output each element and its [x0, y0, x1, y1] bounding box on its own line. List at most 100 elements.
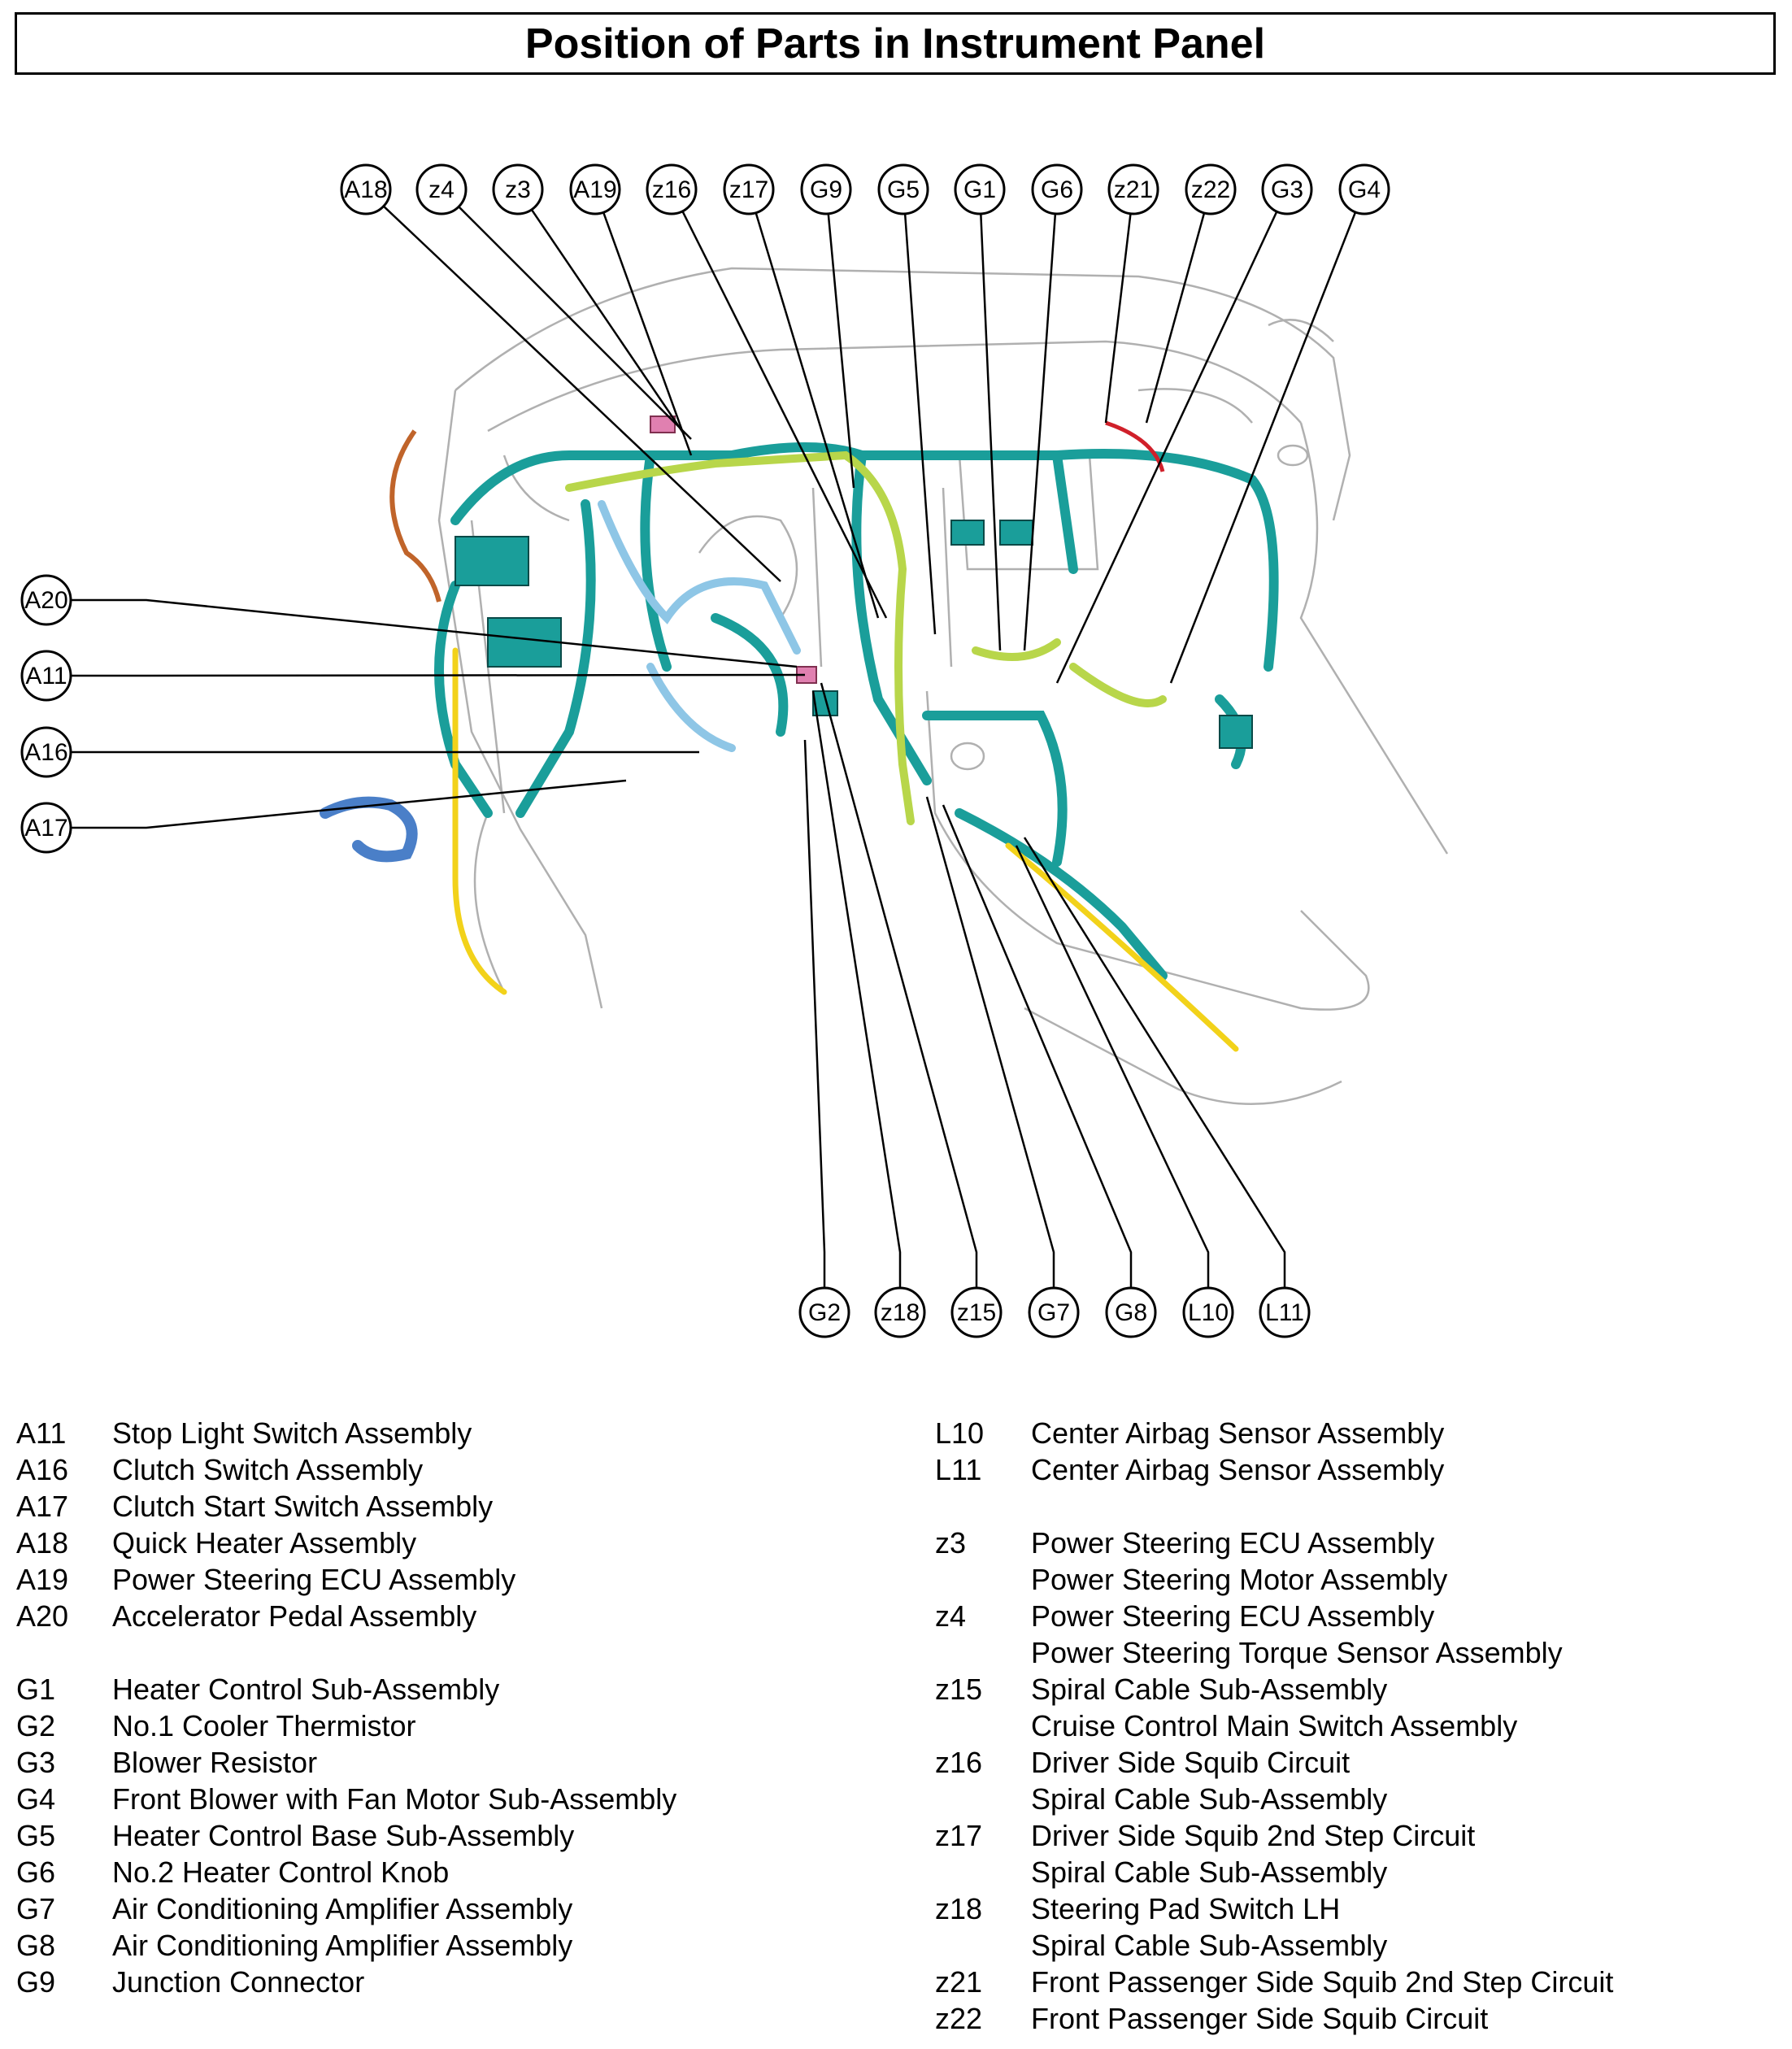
legend-code: G8	[16, 1929, 56, 1962]
leader-line-g2	[803, 739, 826, 1312]
legend-code: z16	[935, 1746, 983, 1779]
callout-label: G3	[1271, 176, 1303, 203]
legend-description: Air Conditioning Amplifier Assembly	[112, 1892, 573, 1925]
legend-code: z3	[935, 1526, 967, 1560]
leader-line-a17	[46, 779, 627, 829]
legend-description: Air Conditioning Amplifier Assembly	[112, 1929, 573, 1962]
legend-code: G4	[16, 1782, 56, 1816]
legend-row: Spiral Cable Sub-Assembly	[935, 1927, 1781, 1964]
leader-line-a20	[46, 598, 798, 668]
callout-z22: z22	[1185, 163, 1237, 215]
callout-label: G5	[887, 176, 920, 203]
legend-row: A11 Stop Light Switch Assembly	[16, 1415, 870, 1451]
callout-label: A17	[24, 815, 67, 842]
legend-description: Heater Control Base Sub-Assembly	[112, 1819, 575, 1852]
leader-line-g3	[1055, 189, 1289, 684]
leader-line-a18	[365, 189, 781, 582]
callout-z15: z15	[950, 1286, 1003, 1338]
legend-code: G7	[16, 1892, 56, 1925]
callout-label: G6	[1041, 176, 1073, 203]
legend-code	[935, 1854, 1031, 1890]
callout-g1: G1	[954, 163, 1006, 215]
legend-code: G9	[16, 1965, 56, 1999]
legend-description: Front Blower with Fan Motor Sub-Assembly	[112, 1782, 677, 1816]
legend-description: Quick Heater Assembly	[112, 1526, 417, 1560]
legend-description: Driver Side Squib 2nd Step Circuit	[1031, 1819, 1476, 1852]
legend-description: Stop Light Switch Assembly	[112, 1416, 472, 1450]
legend-code: G1	[16, 1673, 56, 1706]
legend-code: z21	[935, 1965, 983, 1999]
leader-line-z17	[747, 189, 880, 619]
callout-label: z22	[1191, 176, 1230, 203]
legend-code	[16, 1634, 112, 1671]
connector-pink	[650, 415, 817, 684]
legend-description: Cruise Control Main Switch Assembly	[1031, 1709, 1518, 1742]
title-box: Position of Parts in Instrument Panel	[15, 12, 1776, 75]
legend-row: z22 Front Passenger Side Squib Circuit	[935, 2000, 1781, 2037]
legend-description: Front Passenger Side Squib Circuit	[1031, 2002, 1489, 2035]
callout-g3: G3	[1261, 163, 1313, 215]
callout-label: z16	[652, 176, 691, 203]
wire-harness-yellow	[452, 647, 1239, 1052]
callout-g9: G9	[800, 163, 852, 215]
callout-label: z3	[505, 176, 531, 203]
callout-a16: A16	[20, 726, 72, 778]
callout-label: z21	[1114, 176, 1153, 203]
callout-label: G2	[808, 1299, 841, 1326]
leader-line-g5	[902, 189, 937, 635]
legend-code	[935, 1634, 1031, 1671]
callout-z17: z17	[723, 163, 775, 215]
legend-code: A19	[16, 1563, 69, 1596]
legend-description: Heater Control Sub-Assembly	[112, 1673, 500, 1706]
legend-code: A18	[16, 1526, 69, 1560]
legend-code: A17	[16, 1490, 69, 1523]
legend-description: Blower Resistor	[112, 1746, 318, 1779]
leader-line-g7	[925, 796, 1055, 1312]
legend-description: Power Steering ECU Assembly	[1031, 1526, 1435, 1560]
legend-code: A11	[16, 1416, 67, 1450]
legend-row: z3 Power Steering ECU Assembly	[935, 1525, 1781, 1561]
legend-code	[935, 1927, 1031, 1964]
legend-code	[935, 1488, 1031, 1525]
wire-harness-blue	[320, 796, 418, 863]
legend-description: Power Steering ECU Assembly	[112, 1563, 516, 1596]
callout-g5: G5	[877, 163, 929, 215]
connector-blocks	[455, 520, 1253, 749]
callout-g2: G2	[798, 1286, 850, 1338]
callout-z16: z16	[646, 163, 698, 215]
legend-code	[935, 1561, 1031, 1598]
legend-code: z22	[935, 2002, 983, 2035]
legend-code: A20	[16, 1599, 69, 1633]
callout-label: G4	[1348, 176, 1381, 203]
legend-row: z21 Front Passenger Side Squib 2nd Step C…	[935, 1964, 1781, 2000]
legend-row: G1 Heater Control Sub-Assembly	[16, 1671, 870, 1708]
wire-harness-light-blue	[598, 500, 801, 752]
leader-line-a19	[594, 189, 693, 456]
legend-description: No.2 Heater Control Knob	[112, 1855, 450, 1889]
legend-description: Front Passenger Side Squib 2nd Step Circ…	[1031, 1965, 1614, 1999]
legend-code: G5	[16, 1819, 56, 1852]
callout-label: A11	[25, 663, 67, 690]
legend-description: Center Airbag Sensor Assembly	[1031, 1453, 1445, 1486]
legend-row: Cruise Control Main Switch Assembly	[935, 1708, 1781, 1744]
callout-label: A19	[573, 176, 616, 203]
legend-code: z17	[935, 1819, 983, 1852]
legend-description: Spiral Cable Sub-Assembly	[1031, 1673, 1388, 1706]
legend-row	[16, 1634, 870, 1671]
leader-line-a11	[46, 673, 806, 677]
legend-code: A16	[16, 1453, 69, 1486]
legend-row: A20 Accelerator Pedal Assembly	[16, 1598, 870, 1634]
callout-label: z18	[881, 1299, 920, 1326]
legend-description: Power Steering Torque Sensor Assembly	[1031, 1636, 1563, 1669]
legend-description: Accelerator Pedal Assembly	[112, 1599, 477, 1633]
callout-l11: L11	[1259, 1286, 1311, 1338]
